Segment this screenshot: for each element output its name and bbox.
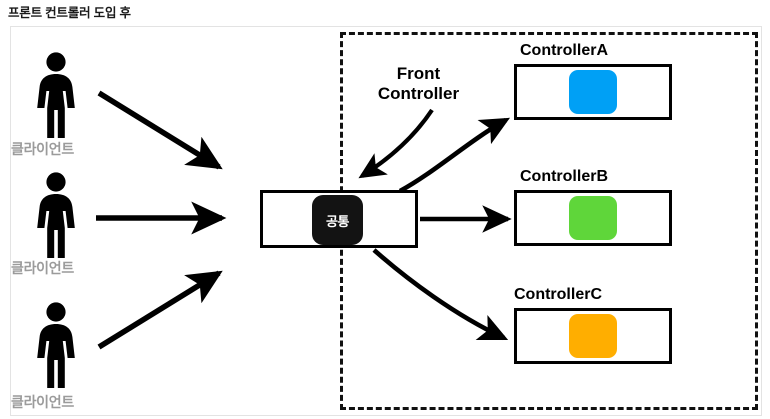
controller-chip-b [569,196,617,240]
controller-chip-c [569,314,617,358]
controller-box-c [514,308,672,364]
controller-box-a [514,64,672,120]
controller-box-b [514,190,672,246]
controller-title-c: ControllerC [514,286,602,303]
front-controller-annotation-line2: Controller [377,84,460,104]
controller-chip-a [569,70,617,114]
front-controller-box: 공통 [260,190,418,248]
controller-title-b: ControllerB [520,168,608,185]
client-label-1: 클라이언트 [11,260,74,276]
client-label-0: 클라이언트 [11,141,74,157]
client-label-2: 클라이언트 [11,394,74,410]
page-title: 프론트 컨트롤러 도입 후 [8,6,131,20]
common-logic-chip: 공통 [312,195,363,245]
front-controller-annotation: Front Controller [356,64,481,104]
controller-title-a: ControllerA [520,42,608,59]
front-controller-annotation-line1: Front [396,64,441,83]
